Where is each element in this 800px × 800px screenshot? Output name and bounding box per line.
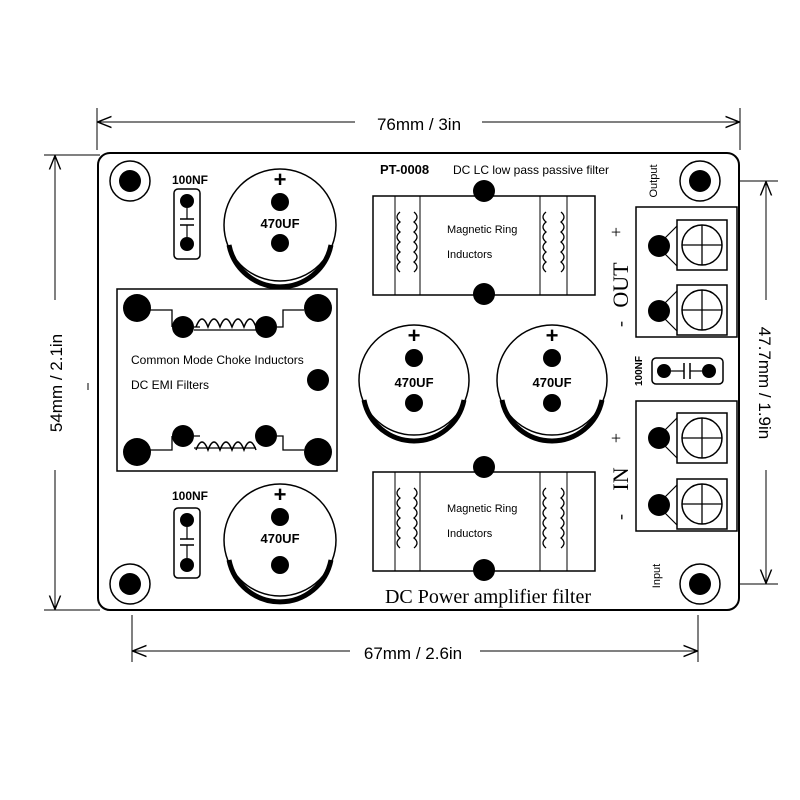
choke-label-line2: DC EMI Filters xyxy=(131,378,209,392)
dimension-bottom: 67mm / 2.6in xyxy=(131,615,699,663)
magnetic-bottom-line1: Magnetic Ring xyxy=(447,503,517,515)
small-capacitor-bottom: 100NF xyxy=(172,489,208,579)
magnetic-top-line2: Inductors xyxy=(447,249,493,261)
dimension-left: 54mm / 2.1in xyxy=(44,154,100,611)
small-capacitor-bottom-label: 100NF xyxy=(172,489,208,503)
model-number: PT-0008 xyxy=(380,162,429,177)
choke-label-line1: Common Mode Choke Inductors xyxy=(131,353,304,367)
mount-hole-top-right xyxy=(679,160,721,202)
out-terminal-block: + OUT - xyxy=(606,206,738,338)
mount-hole-top-left xyxy=(109,160,151,202)
big-capacitor-top-plus: + xyxy=(274,167,287,192)
dimension-bottom-label: 67mm / 2.6in xyxy=(364,644,462,663)
big-capacitor-mid-right-label: 470UF xyxy=(532,375,571,390)
big-capacitor-mid-left-plus: + xyxy=(408,323,421,348)
input-label: Input xyxy=(651,564,663,588)
magnetic-top-line1: Magnetic Ring xyxy=(447,224,517,236)
in-plus: + xyxy=(606,433,626,443)
big-capacitor-mid-left-label: 470UF xyxy=(394,375,433,390)
small-capacitor-right: 100NF xyxy=(634,356,724,386)
big-capacitor-bottom-plus: + xyxy=(274,482,287,507)
magnetic-ring-inductor-top: Magnetic Ring Inductors xyxy=(372,180,596,305)
magnetic-ring-inductor-bottom: Magnetic Ring Inductors xyxy=(372,456,596,581)
out-minus: - xyxy=(610,321,630,327)
in-label: IN xyxy=(608,467,633,490)
common-mode-choke: Common Mode Choke Inductors DC EMI Filte… xyxy=(116,288,338,472)
output-label: Output xyxy=(648,164,660,197)
big-capacitor-mid-left: + 470UF xyxy=(358,323,470,444)
dimension-top: 76mm / 3in xyxy=(96,108,741,150)
out-plus: + xyxy=(606,227,626,237)
filter-description: DC LC low pass passive filter xyxy=(453,163,609,177)
big-capacitor-mid-right: + 470UF xyxy=(496,323,608,444)
big-capacitor-top: + 470UF xyxy=(223,167,337,290)
big-capacitor-bottom-label: 470UF xyxy=(260,531,299,546)
big-capacitor-mid-right-plus: + xyxy=(546,323,559,348)
board-outline xyxy=(97,152,740,611)
dimension-right-label: 47.7mm / 1.9in xyxy=(755,327,774,439)
mount-hole-bottom-left xyxy=(109,563,151,605)
small-capacitor-right-label: 100NF xyxy=(634,356,645,386)
dimension-top-label: 76mm / 3in xyxy=(377,115,461,134)
out-label: OUT xyxy=(608,262,633,308)
mount-hole-bottom-right xyxy=(679,563,721,605)
board-title: DC Power amplifier filter xyxy=(385,586,591,608)
big-capacitor-top-label: 470UF xyxy=(260,216,299,231)
dimension-left-label: 54mm / 2.1in xyxy=(47,334,66,432)
magnetic-bottom-line2: Inductors xyxy=(447,528,493,540)
small-capacitor-top: 100NF xyxy=(172,173,208,260)
in-minus: - xyxy=(610,514,630,520)
big-capacitor-bottom: + 470UF xyxy=(223,482,337,605)
small-capacitor-top-label: 100NF xyxy=(172,173,208,187)
in-terminal-block: + IN - xyxy=(606,400,738,532)
